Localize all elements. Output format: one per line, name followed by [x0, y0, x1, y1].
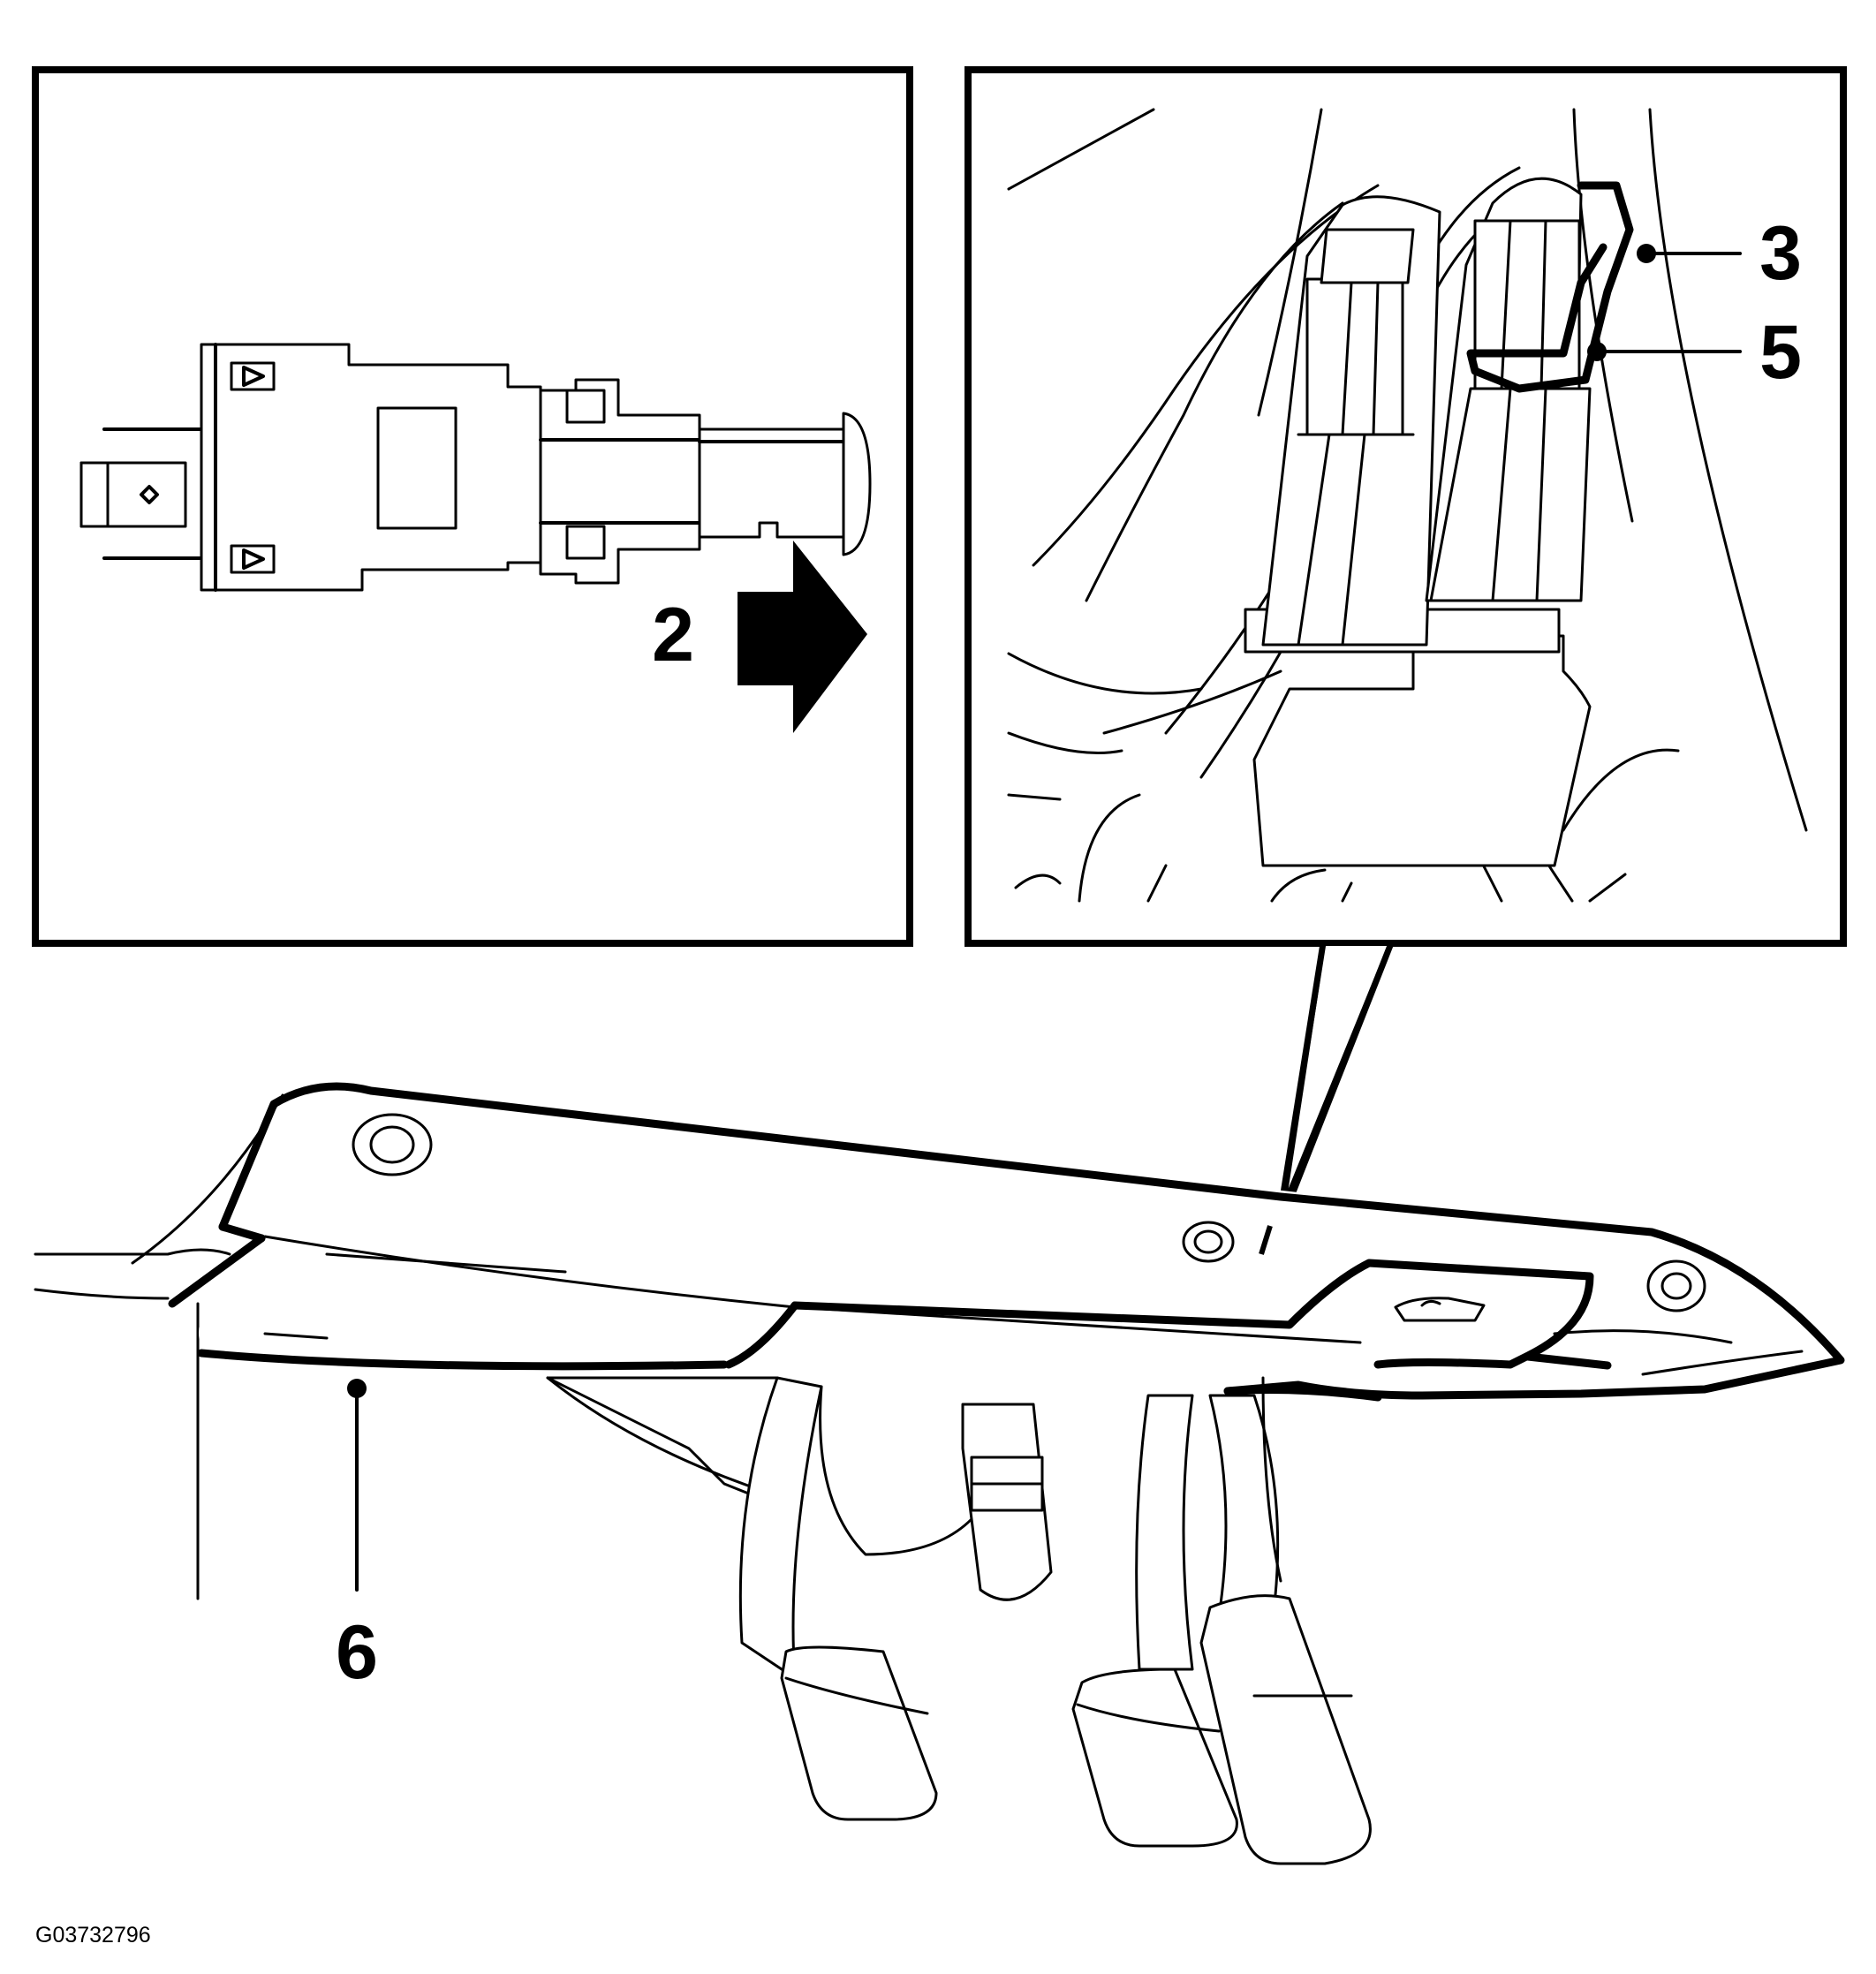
left-connector [1261, 195, 1441, 647]
direction-arrow [738, 541, 867, 733]
figure-id: G03732796 [35, 1923, 151, 1948]
connector-detail-panel: 3 5 [964, 66, 1847, 947]
callout-2: 2 [652, 593, 694, 677]
switch-detail-panel: 2 [32, 66, 913, 947]
mounting-bracket [168, 1079, 1845, 1402]
callout-3: 3 [1759, 211, 1802, 296]
callout-5: 5 [1759, 310, 1802, 395]
pedal-assembly [34, 1079, 1845, 1865]
brake-light-switch [79, 343, 872, 592]
callout-6: 6 [336, 1610, 378, 1695]
right-connector [1425, 177, 1634, 602]
